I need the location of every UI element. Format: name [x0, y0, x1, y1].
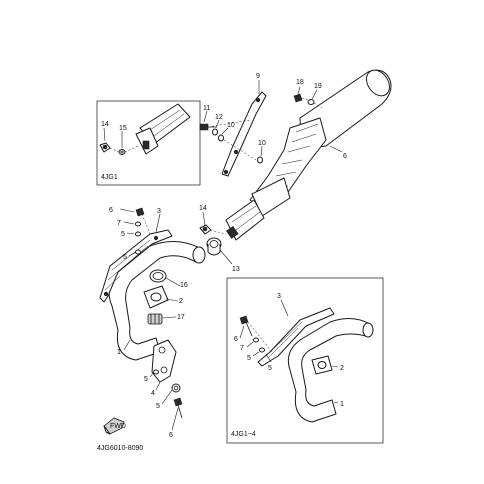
muffler-end-cap [366, 69, 390, 97]
callout-5-inset-b: 5 [268, 365, 272, 372]
inset-4jg1: 14 15 4JG1 [96, 100, 201, 186]
protector-3 [99, 229, 173, 303]
callout-13: 13 [232, 266, 240, 273]
callout-5-lower-a: 5 [144, 376, 148, 383]
callout-17: 17 [177, 314, 185, 321]
gasket-13 [206, 237, 222, 256]
callout-18: 18 [296, 79, 304, 86]
bracket-4 [151, 339, 177, 383]
exhaust-pipe-outlet [192, 246, 206, 264]
collar-5-upper [135, 231, 141, 237]
collar-10a [218, 134, 224, 142]
hardware-upper-left [135, 207, 151, 255]
hardware-11-12-10 [199, 119, 263, 164]
collar-5-lower-a [153, 369, 159, 375]
callout-5-lower-b: 5 [156, 403, 160, 410]
callout-1-left: 1 [117, 349, 121, 356]
inset-protector-3 [257, 307, 335, 367]
callout-2-inset: 2 [340, 365, 344, 372]
callout-6-inset: 6 [234, 336, 238, 343]
joint-17 [147, 313, 163, 325]
callout-14-center: 14 [199, 205, 207, 212]
callout-9: 9 [256, 73, 260, 80]
collar-5-mid [135, 249, 141, 255]
collar-5-lower-b [171, 383, 181, 393]
washer-7-upper [135, 221, 141, 227]
callout-1-inset: 1 [340, 401, 344, 408]
gasket-16 [149, 269, 167, 283]
callout-16: 16 [180, 282, 188, 289]
callout-11: 11 [203, 105, 210, 112]
inset-washer-15 [118, 149, 126, 155]
callout-2-left: 2 [179, 298, 183, 305]
inset-pipe-1 [287, 318, 371, 423]
callout-5-inset-a: 5 [247, 355, 251, 362]
flange-2 [143, 285, 169, 309]
muffler-6 [225, 69, 392, 241]
diagram-code: 4JG6010-8090 [97, 445, 143, 452]
washer-12 [212, 128, 218, 136]
callout-5-mid-left: 5 [123, 254, 127, 261]
callout-19: 19 [314, 83, 322, 90]
inset-4jg1-4-frame [226, 277, 384, 444]
bolt-6-lower [173, 397, 183, 407]
callout-15: 15 [119, 125, 127, 132]
callout-10-upper: 10 [227, 122, 235, 129]
bracket-plate [221, 91, 267, 177]
callout-10-lower: 10 [258, 140, 266, 147]
inset-4jg1-4-label: 4JG1~4 [231, 431, 256, 438]
inset-4jg1-4 [226, 277, 384, 444]
callout-6-muffler: 6 [343, 153, 347, 160]
inset-washer-7 [253, 337, 259, 343]
bracket-9 [221, 91, 267, 177]
callout-12: 12 [215, 114, 223, 121]
inset-collar-5 [259, 347, 265, 353]
callout-5-upper-left: 5 [121, 231, 125, 238]
hardware-18-19 [293, 93, 323, 109]
callout-3-inset: 3 [277, 293, 281, 300]
inset-bolt-14 [99, 142, 111, 153]
fwd-label: FWD [110, 423, 126, 430]
callout-4: 4 [151, 390, 155, 397]
bolt-11 [199, 123, 209, 131]
inset-bolt-6 [239, 315, 249, 325]
bolt-6-upper [135, 207, 145, 217]
callout-14-inset: 14 [101, 121, 109, 128]
inset-4jg1-label: 4JG1 [101, 174, 118, 181]
callout-7-inset: 7 [240, 345, 244, 352]
callout-7-upper-left: 7 [117, 220, 121, 227]
hardware-lower [153, 369, 183, 419]
inset-4jg1-frame [96, 100, 201, 186]
bolt-14-center [199, 224, 212, 235]
bolt-18 [293, 93, 303, 103]
callout-6-lower: 6 [169, 432, 173, 439]
nut-19 [307, 99, 315, 105]
callout-3-left: 3 [157, 208, 161, 215]
callout-6-upper-left: 6 [109, 207, 113, 214]
collar-10b [257, 156, 263, 164]
fwd-arrow-icon: FWD [103, 417, 126, 435]
